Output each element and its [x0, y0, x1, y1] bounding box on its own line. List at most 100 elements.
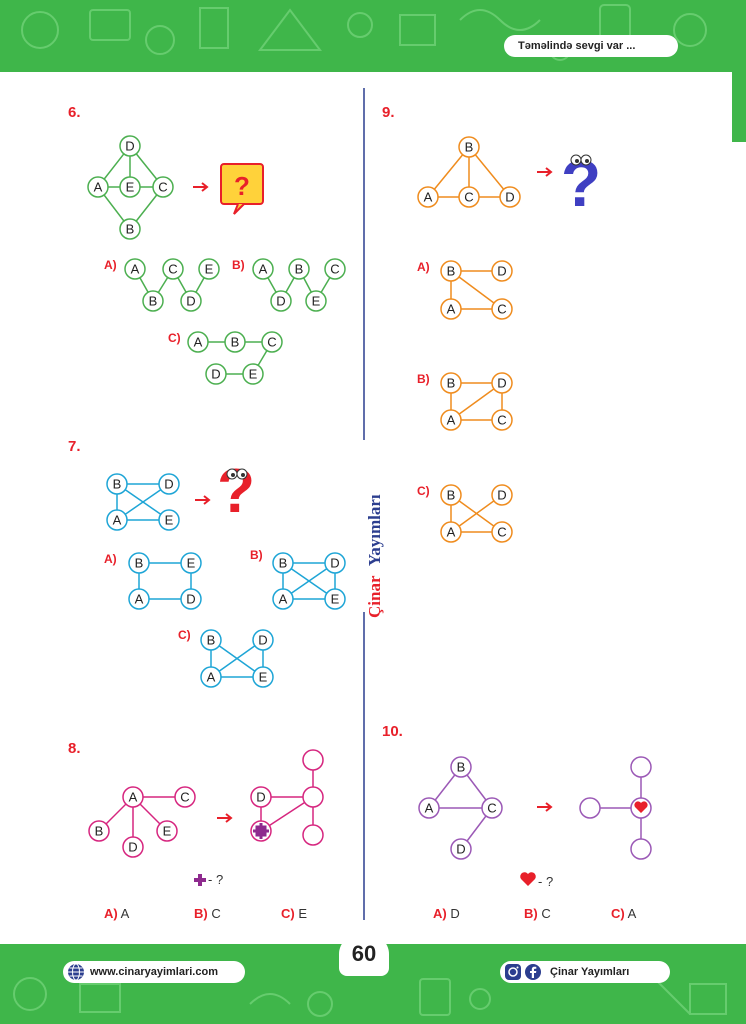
question-mark-character-icon: ? — [217, 457, 255, 526]
arrow-icon — [537, 802, 553, 812]
q8-answer-c[interactable]: C) E — [281, 906, 308, 921]
svg-text:C: C — [464, 190, 473, 205]
svg-text:C: C — [487, 801, 496, 816]
svg-text:A: A — [135, 592, 144, 607]
svg-text:E: E — [259, 670, 268, 685]
q10-number: 10. — [382, 723, 403, 740]
q7-number: 7. — [68, 438, 81, 455]
publisher-vertical-label: Çinar Yayımları — [365, 494, 384, 618]
svg-text:D: D — [164, 477, 173, 492]
svg-text:D: D — [258, 633, 267, 648]
q8-number: 8. — [68, 740, 81, 757]
svg-text:D: D — [211, 367, 220, 382]
q10-answer-b[interactable]: B) C — [524, 906, 551, 921]
q8-figure: A C B E D D — [88, 749, 324, 886]
q9-number: 9. — [382, 104, 395, 121]
svg-text:?: ? — [234, 171, 250, 201]
globe-icon — [68, 963, 84, 981]
svg-text:D: D — [456, 842, 465, 857]
q10-figure: B A C D — [418, 756, 652, 886]
q9-option-b: B) — [417, 372, 430, 386]
website-pill[interactable]: www.cinaryayimlari.com — [63, 961, 245, 983]
svg-text:D: D — [497, 264, 506, 279]
arrow-icon — [537, 167, 553, 177]
q7-figure: B D A E ? B E A D B D — [106, 457, 346, 688]
svg-text:E: E — [165, 513, 174, 528]
q7-option-b: B) — [250, 548, 263, 562]
arrow-icon — [217, 813, 233, 823]
q8-answer-b[interactable]: B) C — [194, 906, 221, 921]
svg-text:D: D — [186, 592, 195, 607]
svg-text:C: C — [267, 335, 276, 350]
svg-text:A: A — [207, 670, 216, 685]
svg-text:D: D — [276, 294, 285, 309]
q8-question: - ? — [208, 872, 224, 887]
svg-text:A: A — [447, 413, 456, 428]
social-pill[interactable]: Çinar Yayımları — [500, 961, 670, 983]
svg-text:A: A — [447, 302, 456, 317]
q8-answer-a[interactable]: A) A — [104, 906, 130, 921]
facebook-icon[interactable] — [524, 963, 542, 981]
svg-text:A: A — [131, 262, 140, 277]
question-mark-character-icon: ? — [561, 146, 601, 220]
q6-figure: D A E C B ? A C E B D A B C — [87, 135, 346, 385]
svg-text:Çinar Yayımları: Çinar Yayımları — [365, 494, 384, 618]
svg-text:B: B — [295, 262, 304, 277]
tagline: Təməlində sevgi var ... — [518, 40, 636, 52]
q10-answer-a[interactable]: A) D — [433, 906, 460, 921]
svg-text:A: A — [113, 513, 122, 528]
tagline-pill: Təməlində sevgi var ... — [504, 35, 678, 57]
q6-option-a: A) — [104, 258, 117, 272]
instagram-icon[interactable] — [504, 963, 522, 981]
svg-text:B: B — [465, 140, 474, 155]
svg-text:D: D — [186, 294, 195, 309]
svg-text:E: E — [126, 180, 135, 195]
svg-text:B: B — [207, 633, 216, 648]
q9-option-a: A) — [417, 260, 430, 274]
school-doodle-pattern — [13, 973, 727, 1017]
svg-text:A: A — [259, 262, 268, 277]
svg-text:B: B — [126, 222, 135, 237]
svg-text:D: D — [497, 376, 506, 391]
svg-text:C: C — [497, 525, 506, 540]
svg-text:E: E — [187, 556, 196, 571]
svg-text:D: D — [505, 190, 514, 205]
heart-icon — [520, 872, 536, 886]
svg-text:B: B — [135, 556, 144, 571]
header-band: Təməlində sevgi var ... — [0, 0, 746, 72]
q9-option-c: C) — [417, 484, 430, 498]
svg-text:A: A — [447, 525, 456, 540]
social-name[interactable]: Çinar Yayımları — [550, 966, 630, 978]
svg-text:B: B — [279, 556, 288, 571]
svg-text:D: D — [256, 790, 265, 805]
svg-text:E: E — [331, 592, 340, 607]
page-number: 60 — [339, 932, 389, 976]
publisher-name-part2: Yayımları — [365, 494, 384, 566]
website-link[interactable]: www.cinaryayimlari.com — [90, 966, 218, 978]
q6-number: 6. — [68, 104, 81, 121]
svg-text:C: C — [158, 180, 167, 195]
svg-text:A: A — [129, 790, 138, 805]
svg-text:A: A — [425, 801, 434, 816]
side-tab — [732, 72, 746, 142]
svg-text:C: C — [168, 262, 177, 277]
svg-text:D: D — [125, 139, 134, 154]
svg-text:B: B — [447, 376, 456, 391]
svg-text:C: C — [497, 413, 506, 428]
q10-answer-c[interactable]: C) A — [611, 906, 637, 921]
svg-text:E: E — [249, 367, 258, 382]
svg-text:B: B — [457, 760, 466, 775]
svg-text:B: B — [149, 294, 158, 309]
svg-text:B: B — [447, 488, 456, 503]
svg-text:E: E — [163, 824, 172, 839]
svg-text:B: B — [113, 477, 122, 492]
heart-icon — [634, 801, 648, 813]
svg-text:B: B — [95, 824, 104, 839]
publisher-name-part1: Çinar — [365, 575, 384, 618]
question-mark-sign-icon: ? — [220, 163, 264, 215]
plus-icon — [253, 823, 269, 839]
svg-text:E: E — [205, 262, 214, 277]
svg-text:C: C — [180, 790, 189, 805]
svg-text:B: B — [231, 335, 240, 350]
